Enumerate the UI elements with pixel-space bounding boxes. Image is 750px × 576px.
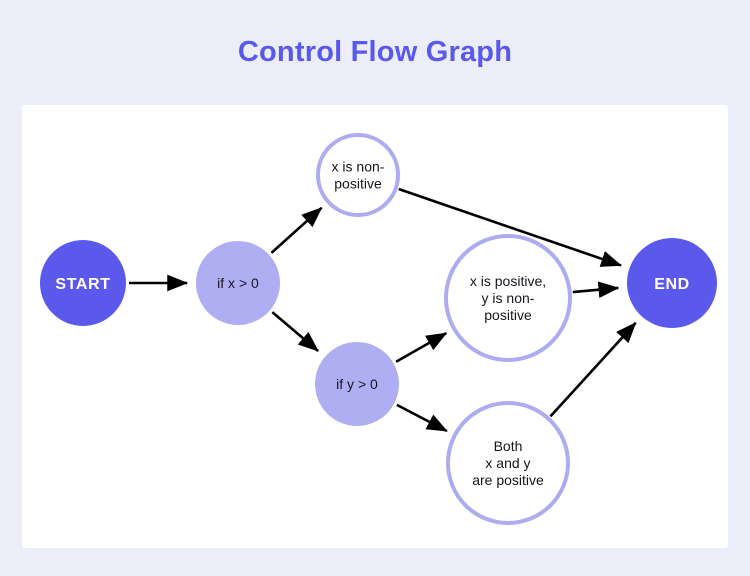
node-shape-x_nonpositive[interactable] bbox=[316, 133, 400, 217]
node-shape-x_pos_y_nonpos[interactable] bbox=[444, 234, 572, 362]
node-shape-if_y[interactable] bbox=[315, 342, 399, 426]
graph-edge-ify-to-bothpositive bbox=[396, 403, 448, 433]
edges-layer bbox=[129, 187, 637, 433]
graph-node-if_y[interactable]: if y > 0 bbox=[315, 342, 399, 426]
graph-card: START if x > 0 x is non-positive if y > 0 x … bbox=[22, 105, 728, 548]
graph-edge-ifx-to-xnonpositive bbox=[270, 206, 323, 254]
node-shape-start[interactable] bbox=[40, 240, 126, 326]
graph-edge-bothpositive-to-end bbox=[549, 322, 637, 418]
node-label-if_x: if x > 0 bbox=[217, 275, 259, 291]
node-shape-both_positive[interactable] bbox=[446, 401, 570, 525]
node-label-x_pos_y_nonpos: x is positive,y is non-positive bbox=[470, 273, 546, 323]
graph-edge-ifx-to-ify bbox=[271, 311, 319, 352]
graph-node-x_pos_y_nonpos[interactable]: x is positive,y is non-positive bbox=[444, 234, 572, 362]
graph-node-x_nonpositive[interactable]: x is non-positive bbox=[316, 133, 400, 217]
graph-edge-ify-to-xposynonpos bbox=[395, 332, 448, 363]
graph-edge-xnonpositive-to-end bbox=[398, 187, 622, 267]
nodes-layer: START if x > 0 x is non-positive if y > 0 x … bbox=[40, 133, 717, 525]
graph-node-start[interactable]: START bbox=[40, 240, 126, 326]
node-label-start: START bbox=[55, 276, 110, 293]
page-title: Control Flow Graph bbox=[237, 36, 513, 68]
node-label-x_nonpositive: x is non-positive bbox=[332, 159, 385, 192]
node-shape-if_x[interactable] bbox=[196, 241, 280, 325]
node-label-end: END bbox=[654, 276, 690, 293]
graph-edge-xposynonpos-to-end bbox=[572, 281, 620, 299]
graph-node-if_x[interactable]: if x > 0 bbox=[196, 241, 280, 325]
node-label-if_y: if y > 0 bbox=[336, 376, 378, 392]
node-shape-end[interactable] bbox=[627, 238, 717, 328]
graph-canvas: START if x > 0 x is non-positive if y > 0 x … bbox=[40, 133, 717, 525]
graph-node-end[interactable]: END bbox=[627, 238, 717, 328]
